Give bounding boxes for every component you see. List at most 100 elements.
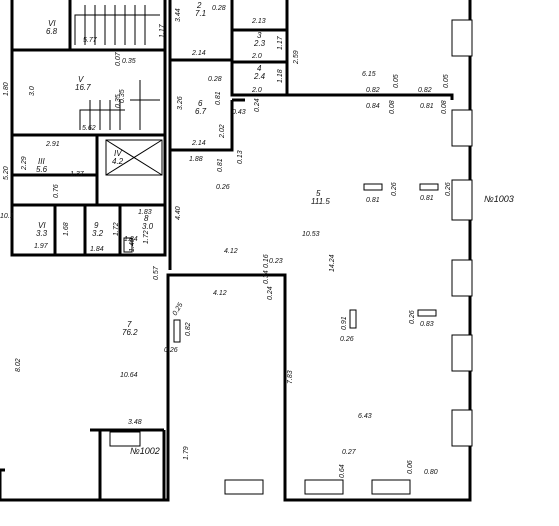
dimension-label: 0.76 (53, 184, 60, 198)
dimension-label: 0.08 (389, 100, 396, 114)
dimension-label: 0.43 (232, 109, 246, 116)
dimension-label: 0.82 (185, 322, 192, 336)
dimension-label: 1.18 (277, 69, 284, 83)
room-labels: VI 6.8 V 16.7 III 5.6 IV 4.2 VI 3.3 9 3.… (36, 1, 330, 337)
dimension-label: 0.05 (443, 74, 450, 88)
room-area: 16.7 (75, 83, 91, 92)
dimension-label: 0.26 (445, 182, 452, 196)
room-area: 76.2 (122, 328, 138, 337)
room-area: 6.7 (195, 107, 207, 116)
room-area: 2.3 (253, 39, 266, 48)
dimension-labels-vertical: 3.44 1.17 1.17 2.59 1.18 1.80 3.0 0.07 0… (3, 8, 452, 478)
dimension-label: 0.13 (237, 150, 244, 164)
dimension-label: 0.26 (216, 184, 230, 191)
dimension-label: 10.64 (120, 372, 138, 379)
dimension-label: 0.23 (269, 258, 283, 265)
dimension-label: 0.57 (153, 265, 160, 280)
dimension-label: 5.77 (83, 37, 98, 44)
dimension-label: 0.81 (420, 103, 434, 110)
room-area: 7.1 (195, 9, 206, 18)
room-area: 111.5 (311, 197, 330, 206)
dimension-label: 0.91 (341, 316, 348, 330)
dimension-label: 6.43 (358, 413, 372, 420)
dimension-label: 7.83 (287, 370, 294, 384)
dimension-label: 4.40 (175, 206, 182, 220)
dimension-label: 1.17 (159, 23, 166, 38)
columns (123, 183, 439, 343)
dimension-label: 0.16 (263, 254, 270, 268)
dimension-label: 0.80 (424, 469, 438, 476)
callouts: №1003 №1002 (130, 194, 514, 456)
dimension-label: 0.64 (339, 464, 346, 478)
dimension-label: 0.35 (119, 89, 126, 103)
dimension-label: 2.0 (251, 87, 262, 94)
dimension-label: 1.17 (277, 35, 284, 50)
room-area: 2.4 (253, 72, 266, 81)
dimension-label: 0.07 (115, 51, 122, 66)
dimension-label: 1.79 (183, 446, 190, 460)
dimension-label: 4.12 (224, 248, 238, 255)
callout-1003: №1003 (484, 194, 514, 204)
dimension-label: 0.35 (115, 94, 122, 108)
dimension-label: 3.0 (29, 86, 36, 96)
dimension-label: 1.72 (143, 230, 150, 244)
room-label: VI (38, 221, 46, 230)
room-label: 5 (316, 189, 321, 198)
room-label: VI (48, 19, 56, 28)
dimension-label: 0.81 (420, 195, 434, 202)
room-label: 8 (144, 214, 149, 223)
room-area: 3.2 (92, 229, 104, 238)
dimension-label: 0.25 (172, 302, 185, 317)
dimension-label: 1.97 (34, 243, 49, 250)
walls (0, 0, 472, 502)
room-area: 4.2 (112, 157, 124, 166)
room-label: III (38, 157, 45, 166)
dimension-label: 0.08 (441, 100, 448, 114)
room-label: 3 (257, 31, 262, 40)
dimension-label: 10.53 (302, 231, 320, 238)
room-label: IV (114, 149, 122, 158)
dimension-label: 1.72 (113, 222, 120, 236)
dimension-label: 0.26 (391, 182, 398, 196)
dimension-label: 5.20 (3, 166, 10, 180)
room-label: 4 (257, 64, 262, 73)
windows (109, 19, 473, 495)
dimension-label: 1.37 (70, 171, 85, 178)
dimension-label: 2.91 (45, 141, 60, 148)
stairs-top (74, 5, 160, 45)
dimension-label: 1.88 (189, 156, 203, 163)
dimension-label: 8.02 (15, 358, 22, 372)
dimension-labels: 0.28 2.13 5.77 2.14 2.0 2.0 0.35 5.62 0.… (0, 5, 438, 476)
dimension-label: 0.34 (263, 270, 270, 284)
dimension-label: 2.02 (219, 124, 226, 139)
dimension-label: 2.29 (21, 156, 28, 171)
dimension-label: 0.35 (122, 58, 136, 65)
dimension-label: 0.82 (366, 87, 380, 94)
dimension-label: 0.24 (267, 286, 274, 300)
dimension-label: 0.83 (420, 321, 434, 328)
dimension-label: 3.44 (175, 8, 182, 22)
room-area: 6.8 (46, 27, 58, 36)
dimension-label: 3.26 (177, 96, 184, 110)
dimension-label: 3.48 (128, 419, 142, 426)
callout-1002: №1002 (130, 446, 160, 456)
dimension-label: 5.62 (82, 125, 96, 132)
dimension-label: 0.26 (340, 336, 354, 343)
dimension-label: 0.26 (409, 310, 416, 324)
dimension-label: 2.13 (251, 18, 266, 25)
dimension-label: 0.81 (366, 197, 380, 204)
dimension-label: 6.15 (362, 71, 376, 78)
dimension-label: 0.06 (407, 460, 414, 474)
dimension-label: 2.14 (191, 140, 206, 147)
room-label: 6 (198, 99, 203, 108)
room-label: 7 (127, 320, 132, 329)
dimension-label: 1.68 (63, 222, 70, 236)
room-label: V (78, 75, 84, 84)
dimension-label: 0.28 (208, 76, 222, 83)
dimension-label: 0.84 (366, 103, 380, 110)
room-label: 2 (196, 1, 202, 10)
dimension-label: 0.27 (342, 449, 357, 456)
dimension-label: 1.84 (90, 246, 104, 253)
dimension-label: 0.81 (217, 158, 224, 172)
